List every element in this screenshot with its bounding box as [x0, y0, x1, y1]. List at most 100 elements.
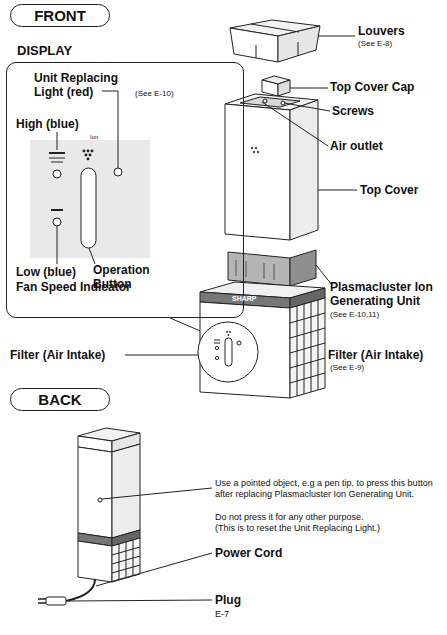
page-reference: (See E-9)	[330, 363, 364, 372]
page-reference: (See E-10)	[135, 89, 174, 98]
part-label: Operation Button	[93, 263, 165, 291]
part-label: Power Cord	[215, 546, 282, 560]
cap-side	[278, 80, 290, 96]
logo-dot	[228, 334, 230, 336]
page-number: E-7	[215, 609, 229, 620]
leader-line	[125, 355, 198, 356]
leader-line	[102, 488, 212, 499]
brand-mark: SHARP	[232, 295, 257, 303]
part-label: Air outlet	[330, 139, 383, 153]
leader-line	[262, 102, 328, 146]
power-cord	[66, 579, 95, 601]
part-label: High (blue)	[16, 117, 79, 131]
logo-dots	[251, 147, 259, 153]
part-label: Plasmacluster Ion Generating Unit	[330, 280, 445, 308]
low-indicator	[53, 218, 61, 226]
logo-dot	[83, 150, 86, 153]
replace-light	[237, 341, 241, 345]
section-tab: BACK	[10, 388, 110, 411]
screw	[263, 99, 267, 103]
low-symbol	[51, 209, 63, 211]
page-reference: (See E-8)	[358, 39, 392, 48]
low-indicator	[215, 356, 218, 359]
operation-button	[225, 338, 232, 366]
logo-dot	[85, 154, 88, 157]
logo-dot	[255, 147, 257, 149]
display-callout	[198, 322, 258, 382]
cover-front	[225, 104, 290, 240]
base-side	[290, 298, 325, 398]
part-label: Unit Replacing Light (red)	[34, 71, 134, 99]
display-panel: DISPLAYUnit Replacing Light (red)(See E-…	[6, 62, 244, 318]
cap-face	[262, 80, 278, 96]
part-label: Louvers	[358, 24, 405, 38]
intake-grid	[112, 540, 140, 580]
leader-line	[57, 226, 58, 264]
panel-heading: DISPLAY	[17, 43, 72, 58]
leader-line	[318, 36, 355, 37]
logo-dot	[226, 331, 228, 333]
leader-line	[57, 132, 58, 150]
leader-line	[290, 88, 328, 89]
part-label: Filter (Air Intake)	[10, 348, 105, 362]
louver-side	[278, 26, 320, 62]
ion-unit-front	[228, 252, 290, 286]
leader-line	[102, 91, 118, 168]
replace-light	[114, 168, 122, 176]
logo-text: Ion	[90, 134, 98, 141]
logo-dots	[226, 331, 231, 336]
part-label: Plug	[215, 593, 241, 607]
section-title: FRONT	[34, 7, 86, 25]
front-unit	[198, 20, 325, 398]
logo-dot	[89, 154, 92, 157]
display-face	[30, 140, 150, 258]
logo-dot	[87, 150, 90, 153]
leader-line	[284, 103, 330, 111]
cover-side	[112, 444, 140, 538]
front-leaders	[125, 36, 357, 355]
page-reference: (See E-10,11)	[330, 310, 379, 319]
plug-prong	[38, 599, 46, 603]
high-symbol	[49, 158, 65, 162]
back-leaders	[68, 488, 212, 601]
part-label: Top Cover Cap	[330, 80, 414, 94]
operation-button	[81, 168, 96, 248]
plug-body	[46, 597, 66, 605]
louver-divider	[251, 24, 299, 58]
ion-unit-slot	[236, 260, 274, 280]
air-outlet	[240, 97, 300, 107]
louver-face	[230, 28, 278, 62]
cover-back	[78, 447, 112, 538]
part-label: Screws	[332, 104, 374, 118]
high-symbol	[214, 340, 220, 343]
base-back	[78, 541, 112, 582]
part-label: Low (blue)	[16, 265, 76, 279]
part-label: Top Cover	[360, 183, 418, 197]
logo-dot	[253, 151, 255, 153]
reset-button	[98, 498, 102, 502]
intake-grid	[290, 300, 325, 396]
leader-line	[318, 190, 357, 191]
logo-dot	[257, 151, 259, 153]
logo-dot	[87, 158, 90, 161]
leader-line	[89, 248, 95, 264]
base-side	[112, 538, 140, 582]
high-indicator	[215, 346, 218, 349]
section-title: BACK	[38, 391, 81, 409]
logo-dot	[229, 331, 231, 333]
cover-side	[290, 100, 318, 240]
leader-line	[68, 600, 212, 601]
logo-dot	[251, 147, 253, 149]
leader-line	[96, 553, 212, 586]
note-text: Use a pointed object, e.g a pen tip, to …	[215, 478, 440, 500]
logo-dot	[91, 150, 94, 153]
logo-dots	[83, 150, 94, 161]
back-unit	[38, 428, 140, 605]
part-label: Filter (Air Intake)	[328, 348, 423, 362]
ion-unit-side	[290, 250, 316, 286]
note-text: Do not press it for any other purpose.	[215, 512, 440, 523]
high-symbol	[49, 152, 65, 154]
note-text: (This is to reset the Unit Replacing Lig…	[215, 523, 440, 534]
high-indicator	[53, 170, 61, 178]
